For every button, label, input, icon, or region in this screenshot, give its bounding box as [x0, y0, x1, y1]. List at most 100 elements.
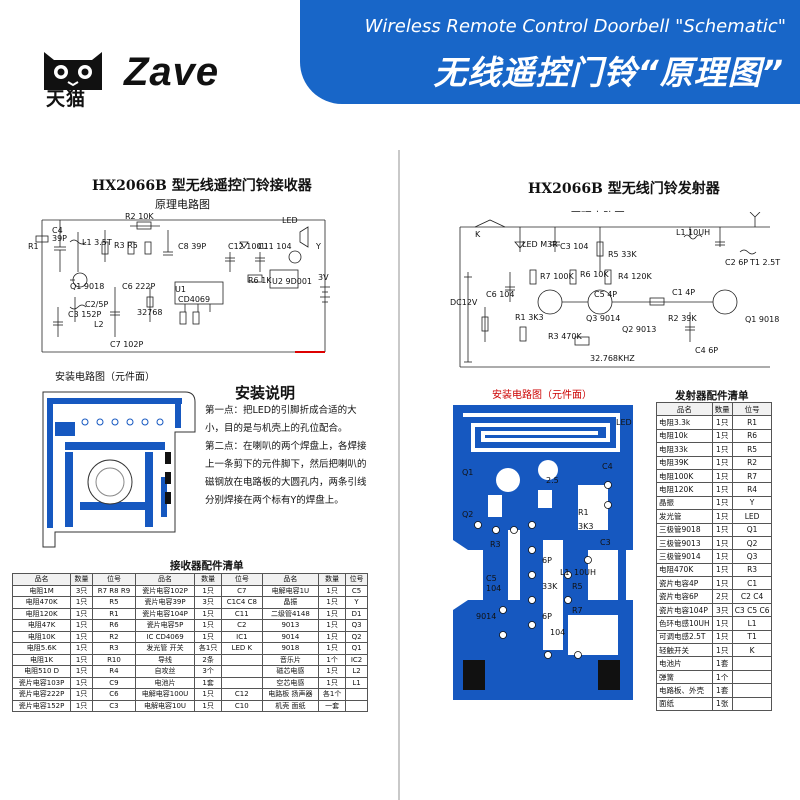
transmitter-parts-cell: 1只 [711, 643, 733, 658]
transmitter-parts-cell: 1只 [711, 468, 733, 484]
transmitter-parts-cell: 瓷片电容4P [656, 576, 713, 591]
banner-chinese-title: 无线遥控门铃“原理图” [433, 53, 784, 92]
transmitter-parts-cell: Y [731, 495, 773, 511]
transmitter-parts-cell: 1只 [711, 455, 733, 470]
transmitter-parts-cell: 1只 [711, 482, 733, 497]
header: 天猫 Zave Wireless Remote Control Doorbell… [0, 0, 800, 128]
transmitter-parts-cell: 1只 [711, 415, 733, 430]
transmitter-parts-cell: 电阻39K [656, 455, 713, 470]
receiver-parts-cell: R4 [91, 665, 136, 678]
transmitter-label-c2: C2 6P [725, 258, 749, 267]
receiver-parts-cell: LED K [221, 642, 263, 655]
receiver-label-u1: U1 [175, 285, 186, 294]
transmitter-parts-cell: 1只 [711, 495, 733, 511]
receiver-parts-cell: 空芯电感 [261, 676, 320, 689]
receiver-label-q1: Q1 9018 [70, 282, 105, 291]
transmitter-parts-header-cell: 品名 [656, 401, 713, 417]
tmall-cat-icon [44, 52, 102, 90]
transmitter-parts-cell: R4 [731, 482, 773, 497]
receiver-label-c6: C6 222P [122, 282, 156, 291]
receiver-parts-header-cell: 数量 [70, 573, 93, 586]
receiver-label-c8: C8 39P [178, 242, 207, 251]
transmitter-parts-cell: 电阻3.3k [656, 415, 713, 430]
receiver-parts-cell: 1只 [318, 619, 347, 632]
tx-pcb-label-r7: R7 [572, 606, 583, 615]
transmitter-label-k: K [475, 230, 481, 239]
transmitter-parts-cell: 电阻470K [656, 562, 713, 578]
transmitter-parts-cell: 1只 [711, 616, 733, 631]
receiver-parts-cell: 1只 [318, 630, 347, 643]
transmitter-schematic [450, 212, 780, 372]
receiver-parts-cell: Q1 [345, 642, 368, 655]
receiver-label-r6: R6 1K [248, 276, 272, 285]
transmitter-parts-cell: 瓷片电容104P [656, 602, 713, 618]
transmitter-label-r3: R3 470K [548, 332, 582, 341]
transmitter-label-led: LED M3R [522, 240, 558, 249]
transmitter-parts-cell: 1只 [711, 629, 733, 645]
receiver-parts-cell: 电解电容100U [134, 688, 196, 701]
logo-cn-text: 天猫 [46, 88, 87, 110]
receiver-pcb-diagram [42, 391, 196, 548]
tx-pcb-label-6p: 6P [542, 556, 552, 565]
transmitter-label-c5: C5 4P [594, 290, 618, 299]
tx-pcb-label-3k3: 3K3 [578, 522, 594, 531]
receiver-parts-cell: 1只 [194, 607, 223, 620]
install-title: 安装说明 [235, 384, 296, 402]
transmitter-parts-cell: 1张 [711, 696, 733, 711]
receiver-parts-header-row: 品名数量位号品名数量位号品名数量位号 [11, 573, 368, 586]
transmitter-parts-cell: R2 [731, 455, 773, 470]
transmitter-parts-cell: 1只 [711, 535, 733, 551]
receiver-parts-cell: R7 R8 R9 [91, 584, 136, 597]
receiver-parts-cell: C1C4 C8 [221, 596, 263, 609]
transmitter-label-l1: L1 10UH [676, 228, 711, 237]
receiver-label-32768: 32768 [137, 308, 163, 317]
receiver-parts-cell: Q3 [345, 619, 368, 632]
transmitter-label-c4: C4 6P [695, 346, 719, 355]
receiver-parts-cell: 9013 [261, 619, 320, 632]
receiver-parts-cell: 音乐片 [261, 653, 320, 666]
receiver-parts-cell [345, 699, 368, 712]
tx-pcb-label-r1: R1 [578, 508, 589, 517]
receiver-parts-header-cell: 数量 [194, 573, 223, 586]
receiver-label-c4-39p: 39P [52, 234, 68, 243]
transmitter-parts-cell: 面纸 [656, 696, 713, 711]
transmitter-parts-cell: 色环电感10UH [656, 616, 713, 631]
transmitter-title: HX2066B 型无线门铃发射器 [528, 181, 720, 197]
transmitter-parts-cell: LED [731, 509, 773, 524]
tx-pcb-label-q1: Q1 [462, 468, 474, 477]
transmitter-label-crystal: 32.768KHZ [590, 354, 635, 363]
receiver-label-y: Y [316, 242, 321, 251]
tmall-logo[interactable]: 天猫 Zave [40, 40, 280, 110]
tx-pcb-label-9014: 9014 [476, 612, 497, 621]
tx-pcb-label-6p-b: 6P [542, 612, 552, 621]
receiver-parts-header-cell: 品名 [261, 573, 320, 586]
receiver-label-c3: C3 152P [68, 310, 102, 319]
transmitter-page: HX2066B 型无线门铃发射器 原理电路图 K LED M3R C3 1 [410, 150, 795, 800]
transmitter-parts-header-row: 品名数量位号 [656, 401, 773, 417]
receiver-parts-cell [345, 688, 368, 701]
receiver-parts-cell: R3 [91, 642, 136, 655]
receiver-parts-cell: 瓷片电容104P [134, 607, 196, 620]
transmitter-parts-cell: 1只 [711, 576, 733, 591]
page-divider [398, 150, 400, 800]
receiver-parts-cell: 1只 [318, 665, 347, 678]
receiver-parts-cell: 1只 [318, 642, 347, 655]
receiver-parts-cell: 瓷片电容222P [11, 688, 72, 701]
svg-text:3V: 3V [318, 273, 329, 282]
receiver-parts-cell: 电阻47K [11, 619, 72, 632]
receiver-parts-cell: 1个 [318, 653, 347, 666]
